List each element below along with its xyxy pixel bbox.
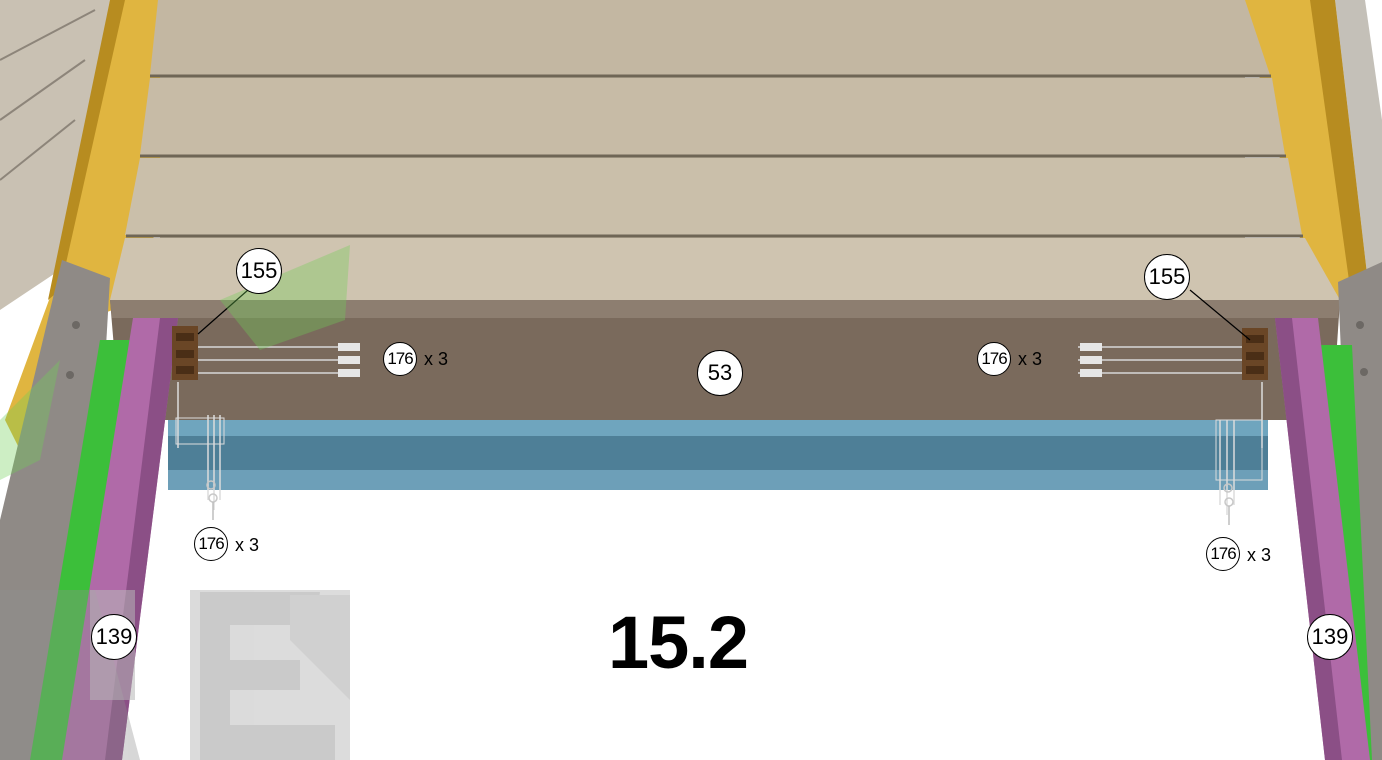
callout-176-right-top: 176 xyxy=(977,342,1011,376)
callout-53-lintel: 53 xyxy=(697,350,743,396)
quantity-right-top: x 3 xyxy=(1018,349,1043,369)
quantity-right-bottom: x 3 xyxy=(1247,545,1272,565)
left-wall-panels xyxy=(0,0,110,310)
callout-176-left-top: 176 xyxy=(383,342,417,376)
callout-155-right: 155 xyxy=(1144,254,1190,300)
callout-176-left-bottom: 176 xyxy=(194,527,228,561)
callout-176-right-bottom: 176 xyxy=(1206,537,1240,571)
green-strip-left xyxy=(30,340,132,760)
header-beam xyxy=(168,420,1268,490)
quantity-left-top: x 3 xyxy=(424,349,449,369)
step-number: 15.2 xyxy=(608,601,749,684)
wall-boards xyxy=(110,0,1340,300)
callout-139-left: 139 xyxy=(91,614,137,660)
leader-line-155-right xyxy=(1189,289,1251,341)
screws-right-horizontal xyxy=(1078,346,1242,374)
screws-left-horizontal xyxy=(198,346,360,374)
callout-155-left: 155 xyxy=(236,248,282,294)
callout-139-right: 139 xyxy=(1307,614,1353,660)
leader-line-155-left xyxy=(197,289,249,335)
quantity-left-bottom: x 3 xyxy=(235,535,260,555)
